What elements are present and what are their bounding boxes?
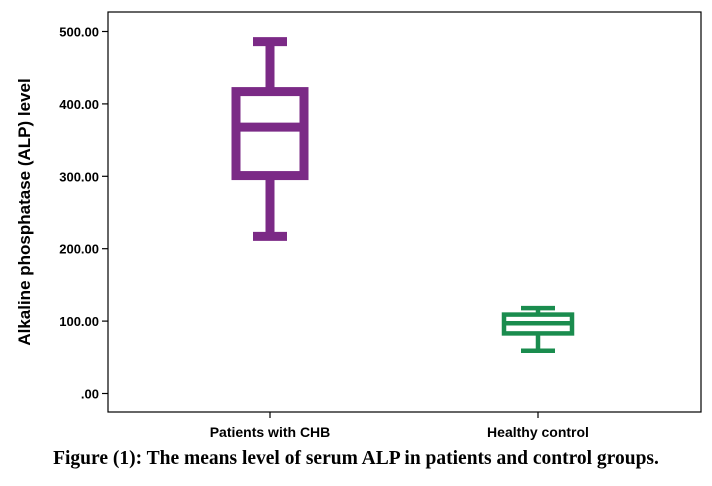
y-tick-label: 300.00 (59, 169, 99, 184)
box-healthy-control (501, 305, 575, 354)
x-axis-ticks: Patients with CHB Healthy control (210, 412, 589, 440)
y-tick-label: .00 (81, 387, 99, 402)
box-series (231, 37, 575, 354)
x-tick-label: Healthy control (487, 424, 589, 440)
y-tick-label: 100.00 (59, 314, 99, 329)
plot-frame (107, 11, 702, 413)
y-tick-label: 400.00 (59, 97, 99, 112)
box-plot-chart: .00 100.00 200.00 300.00 400.00 500.00 Patien… (15, 11, 702, 440)
y-tick-label: 200.00 (59, 242, 99, 257)
y-tick-label: 500.00 (59, 25, 99, 40)
y-axis-label: Alkaline phosphatase (ALP) level (15, 78, 34, 345)
y-axis-ticks: .00 100.00 200.00 300.00 400.00 500.00 (59, 25, 108, 402)
x-tick-label: Patients with CHB (210, 424, 331, 440)
iqr-box (231, 87, 309, 181)
box-patients-with-chb (231, 37, 309, 241)
figure-caption: Figure (1): The means level of serum ALP… (53, 448, 659, 469)
